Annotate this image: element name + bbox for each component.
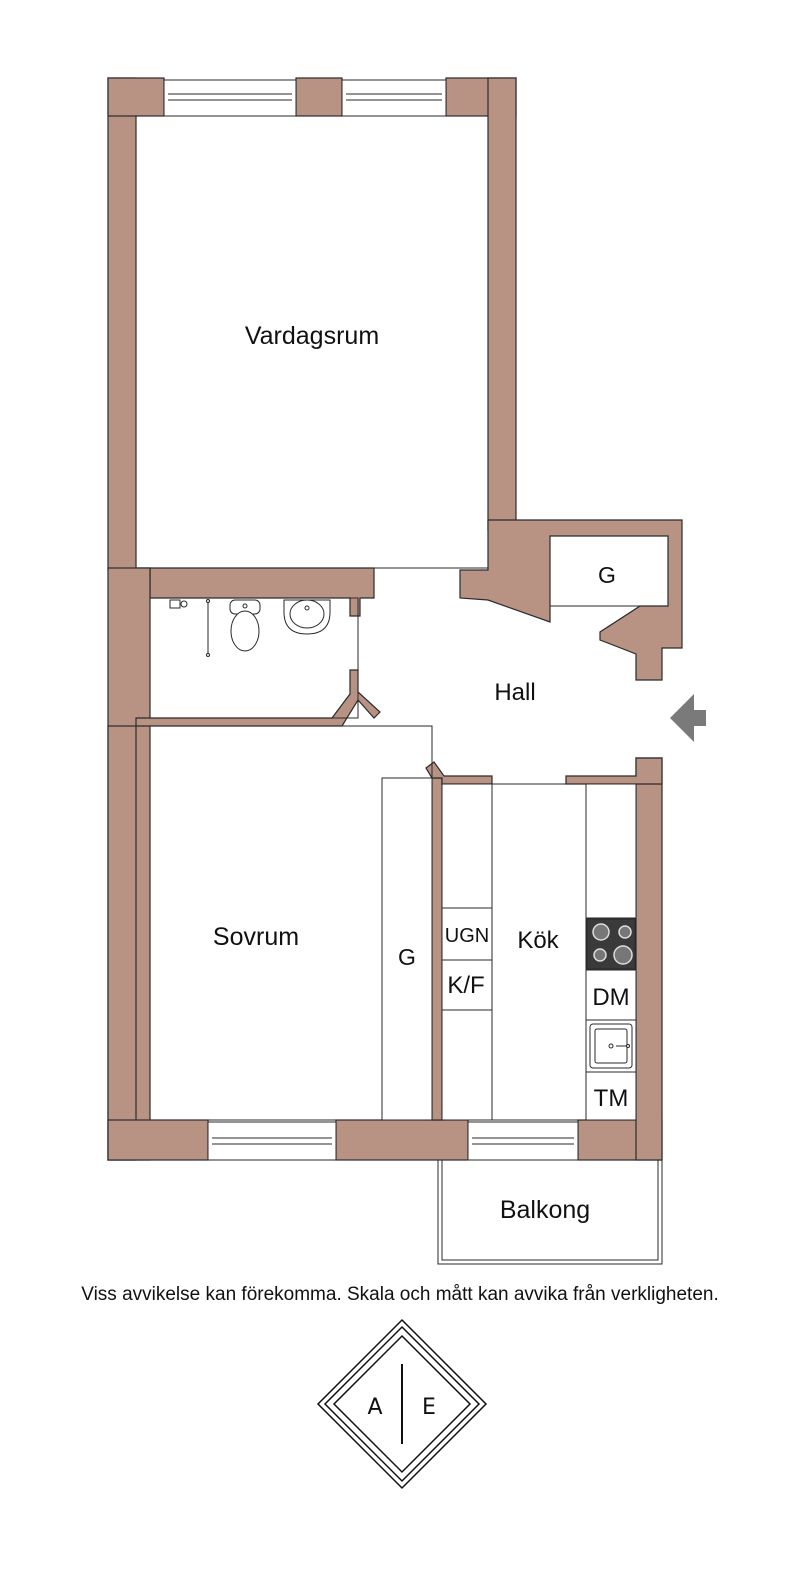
label-living: Vardagsrum (245, 322, 379, 350)
wall-east-kitchen (635, 757, 663, 1161)
label-bedroom: Sovrum (213, 923, 299, 951)
label-closet-hall: G (598, 562, 616, 588)
wash-basin-icon (283, 599, 331, 635)
logo-letter-left: A (367, 1395, 382, 1420)
wall-bottom-mid (335, 1119, 469, 1161)
window-kitchen (467, 1121, 579, 1161)
wall-bottom-left (107, 1119, 209, 1161)
room-closet-hall (549, 535, 669, 607)
window-bedroom (207, 1121, 337, 1161)
wall-top-left (107, 77, 165, 117)
toilet-icon (229, 599, 261, 652)
label-washing-machine: TM (594, 1085, 629, 1112)
logo: A E (316, 1318, 488, 1490)
disclaimer-text: Viss avvikelse kan förekomma. Skala och … (81, 1284, 719, 1305)
kitchen-sink-icon (589, 1023, 633, 1069)
label-dishwasher: DM (592, 984, 629, 1011)
window-living-left (163, 79, 297, 117)
label-hall: Hall (494, 679, 535, 706)
stove-icon (586, 918, 636, 970)
logo-letter-right: E (422, 1395, 436, 1420)
wardrobe-bedroom (381, 777, 433, 1121)
wall-kitchen-top-right (565, 757, 663, 785)
wall-east-living (487, 77, 517, 531)
room-living (135, 115, 489, 569)
wall-west-bedroom (107, 725, 137, 1161)
wall-hall-east-block (459, 519, 683, 681)
wall-west-living (107, 77, 137, 571)
entrance-arrow-icon (670, 694, 706, 742)
label-balcony: Balkong (500, 1196, 590, 1224)
window-living-right (341, 79, 447, 117)
room-bathroom (149, 597, 359, 719)
label-oven: UGN (445, 925, 489, 947)
bathroom-fixtures (169, 599, 331, 657)
balcony (437, 1159, 663, 1265)
kitchen-counter-left (441, 783, 493, 1121)
label-closet-bedroom: G (398, 944, 416, 970)
windows (163, 79, 579, 1161)
label-fridge-freezer: K/F (447, 972, 484, 999)
wall-kitchen-west (431, 777, 443, 1121)
label-kitchen: Kök (517, 927, 559, 954)
shower-icon (169, 599, 210, 657)
wall-top-mid (295, 77, 343, 117)
